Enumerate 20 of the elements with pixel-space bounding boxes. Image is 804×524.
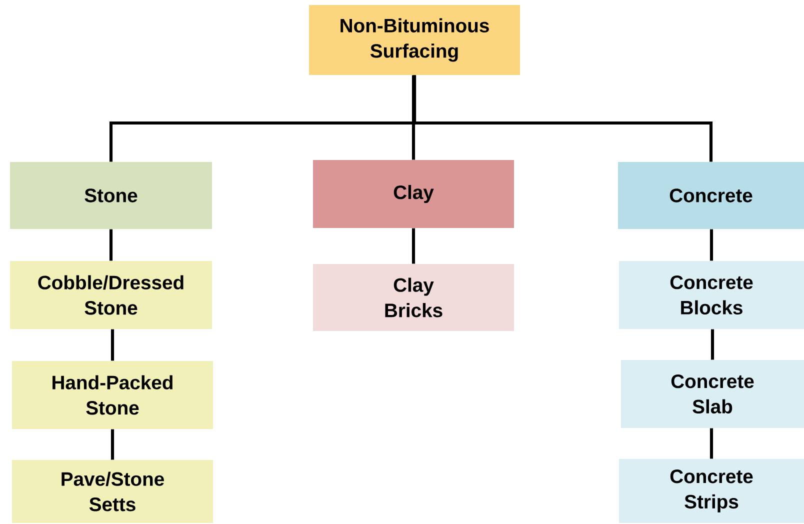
connector-line (109, 229, 113, 261)
connector-line (412, 75, 416, 160)
type-box: Concrete Blocks (619, 261, 804, 329)
type-box: Cobble/Dressed Stone (10, 261, 212, 329)
category-box: Concrete (618, 162, 804, 229)
connector-line (710, 428, 714, 459)
type-box: Clay Bricks (313, 264, 514, 331)
connector-line (110, 329, 114, 361)
type-box: Concrete Strips (619, 458, 804, 523)
type-box: Concrete Slab (621, 360, 804, 428)
connector-line (710, 229, 714, 261)
type-box: Hand-Packed Stone (12, 360, 213, 429)
category-box: Clay (313, 160, 514, 228)
connector-line (710, 329, 714, 360)
root-box: Non-Bituminous Surfacing (309, 5, 520, 75)
category-box: Stone (10, 162, 212, 229)
connector-line (110, 429, 114, 460)
type-box: Pave/Stone Setts (12, 460, 213, 523)
connector-line (412, 75, 713, 162)
connector-line (412, 228, 416, 264)
